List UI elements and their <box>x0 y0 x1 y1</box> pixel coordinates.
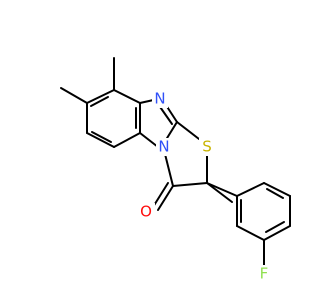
atom-bg-n-top <box>152 90 168 108</box>
bond-fphenyl-1 <box>236 182 265 197</box>
oxygen-atom: O <box>140 203 152 221</box>
bond-layer <box>60 57 291 267</box>
sulfur-atom: S <box>202 138 212 156</box>
atom-bg-n-bottom <box>156 138 172 156</box>
molecule-canvas: N N S O F <box>60 57 291 283</box>
bond-fphenyl-5 <box>236 225 265 241</box>
fluorine-atom: F <box>260 265 269 283</box>
bond-imid-4 <box>139 132 159 148</box>
bond-benz-inner-1 <box>90 96 109 107</box>
bond-exo-2 <box>206 182 233 203</box>
atom-bg-o <box>137 203 155 221</box>
bond-thia-1 <box>176 121 200 140</box>
bond-benz-6 <box>113 89 141 104</box>
atom-labels: N N S O F <box>140 90 268 283</box>
bond-benz-inner-2 <box>91 131 112 143</box>
bond-thia-3 <box>172 182 208 187</box>
bond-methyl-left <box>60 87 88 104</box>
bond-exo-1 <box>206 182 238 197</box>
atom-label-backgrounds <box>137 90 272 283</box>
bond-fphenyl-2 <box>263 182 291 197</box>
bond-carbonyl-1 <box>157 185 174 211</box>
nitrogen-atom-top: N <box>154 90 165 108</box>
bond-fphenyl-inner-3 <box>265 221 285 233</box>
bond-fphenyl-inner-1 <box>266 188 284 199</box>
atom-bg-s <box>199 138 215 156</box>
nitrogen-atom-bottom: N <box>158 138 169 156</box>
bond-benz-4 <box>113 132 141 148</box>
bond-benz-3 <box>86 132 115 148</box>
bond-carbonyl-2 <box>152 182 169 208</box>
molecule-structure: N N S O F <box>60 57 291 283</box>
bond-fphenyl-4 <box>263 225 291 241</box>
bond-benz-1 <box>86 89 115 104</box>
atom-bg-f <box>256 265 272 283</box>
